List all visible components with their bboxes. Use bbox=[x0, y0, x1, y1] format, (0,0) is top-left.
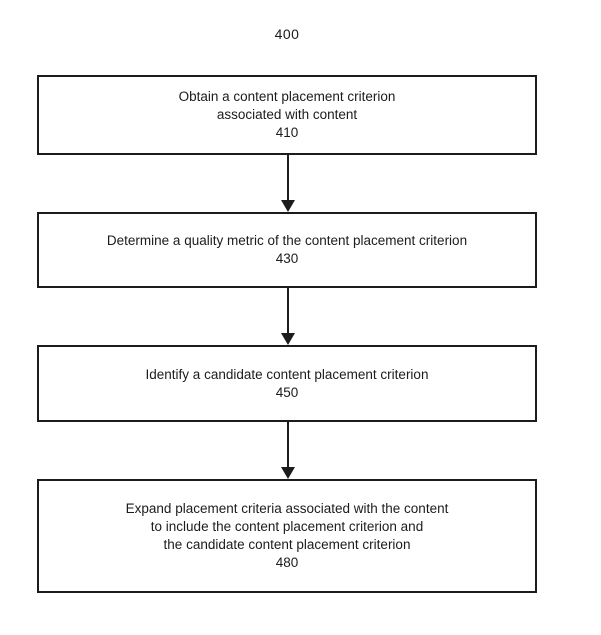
step-text-line: Expand placement criteria associated wit… bbox=[125, 501, 449, 516]
step-text-line: Obtain a content placement criterion bbox=[178, 89, 396, 104]
arrow-shaft bbox=[287, 288, 289, 333]
step-text-line: to include the content placement criteri… bbox=[150, 519, 424, 534]
step-ref-number: 410 bbox=[275, 125, 299, 140]
flow-arrow bbox=[281, 155, 295, 212]
step-text-line: associated with content bbox=[216, 107, 358, 122]
arrow-shaft bbox=[287, 422, 289, 467]
arrow-head-icon bbox=[281, 200, 295, 212]
flow-step-obtain-criterion: Obtain a content placement criterion ass… bbox=[37, 75, 537, 155]
arrow-head-icon bbox=[281, 333, 295, 345]
flow-step-determine-quality-metric: Determine a quality metric of the conten… bbox=[37, 212, 537, 288]
arrow-head-icon bbox=[281, 467, 295, 479]
figure-number-label: 400 bbox=[274, 26, 300, 42]
step-text-line: the candidate content placement criterio… bbox=[163, 537, 411, 552]
step-ref-number: 450 bbox=[275, 384, 299, 400]
flow-arrow bbox=[281, 288, 295, 345]
arrow-shaft bbox=[287, 155, 289, 200]
step-text-line: Identify a candidate content placement c… bbox=[145, 366, 429, 382]
step-ref-number: 430 bbox=[275, 251, 299, 266]
flow-arrow bbox=[281, 422, 295, 479]
flow-step-expand-criteria: Expand placement criteria associated wit… bbox=[37, 479, 537, 593]
step-ref-number: 480 bbox=[275, 555, 299, 570]
step-text-line: Determine a quality metric of the conten… bbox=[106, 233, 468, 248]
flow-step-identify-candidate: Identify a candidate content placement c… bbox=[37, 345, 537, 422]
